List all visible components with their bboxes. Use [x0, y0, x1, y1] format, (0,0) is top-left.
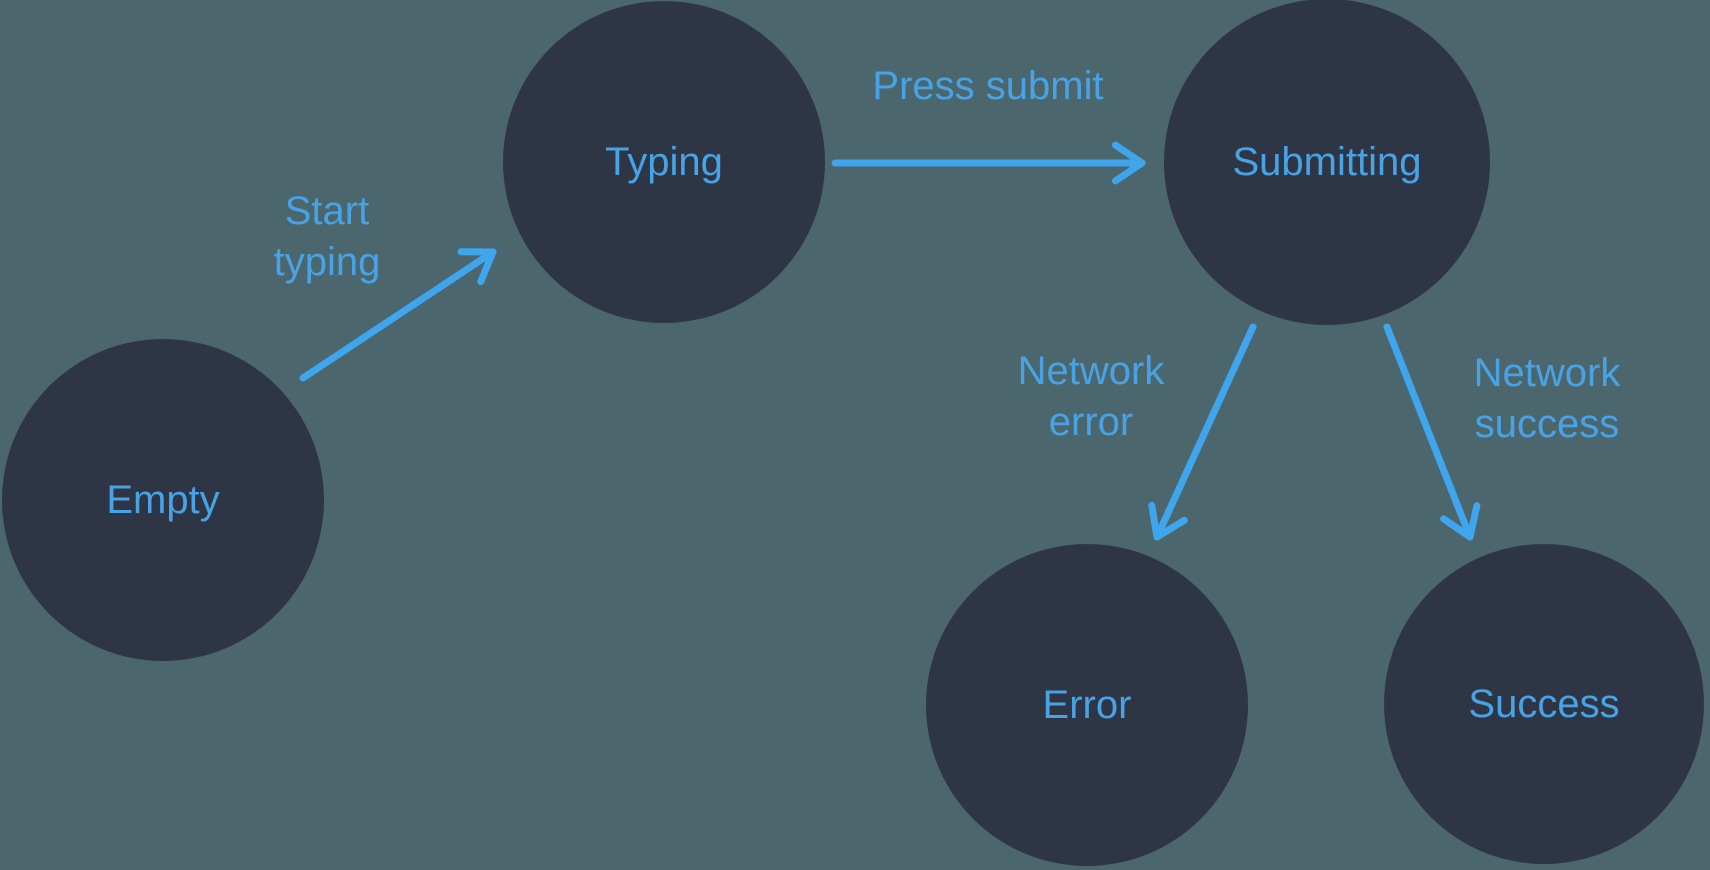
state-circle-typing: [503, 1, 825, 323]
arrowhead-network-error-left: [1148, 501, 1161, 541]
state-circle-error: [926, 544, 1248, 866]
state-node-empty: Empty: [2, 339, 324, 661]
transition-press-submit: Press submit: [831, 64, 1146, 185]
state-node-submitting: Submitting: [1164, 0, 1490, 325]
state-node-typing: Typing: [503, 1, 825, 323]
state-label-submitting: Submitting: [1233, 140, 1422, 184]
arrowhead-press-submit-left: [1111, 159, 1146, 185]
transition-label-press-submit: Press submit: [872, 64, 1103, 108]
arrow-shaft-start-typing: [299, 248, 497, 382]
state-label-success: Success: [1468, 682, 1619, 726]
arrow-shaft-network-success: [1383, 323, 1474, 541]
state-label-error: Error: [1043, 683, 1132, 727]
arrowhead-network-success-right: [1466, 502, 1481, 541]
arrow-shaft-network-error: [1153, 323, 1257, 541]
state-circle-success: [1384, 544, 1704, 864]
arrowhead-start-typing-left: [477, 248, 497, 286]
state-label-empty: Empty: [106, 478, 219, 522]
state-circle-submitting: [1164, 0, 1490, 325]
state-circle-empty: [2, 339, 324, 661]
arrowhead-press-submit-right: [1111, 141, 1146, 167]
arrowhead-network-success-left: [1440, 515, 1474, 541]
arrowhead-network-error-right: [1153, 516, 1188, 541]
state-node-success: Success: [1384, 544, 1704, 864]
state-node-error: Error: [926, 544, 1248, 866]
state-label-typing: Typing: [605, 140, 723, 184]
